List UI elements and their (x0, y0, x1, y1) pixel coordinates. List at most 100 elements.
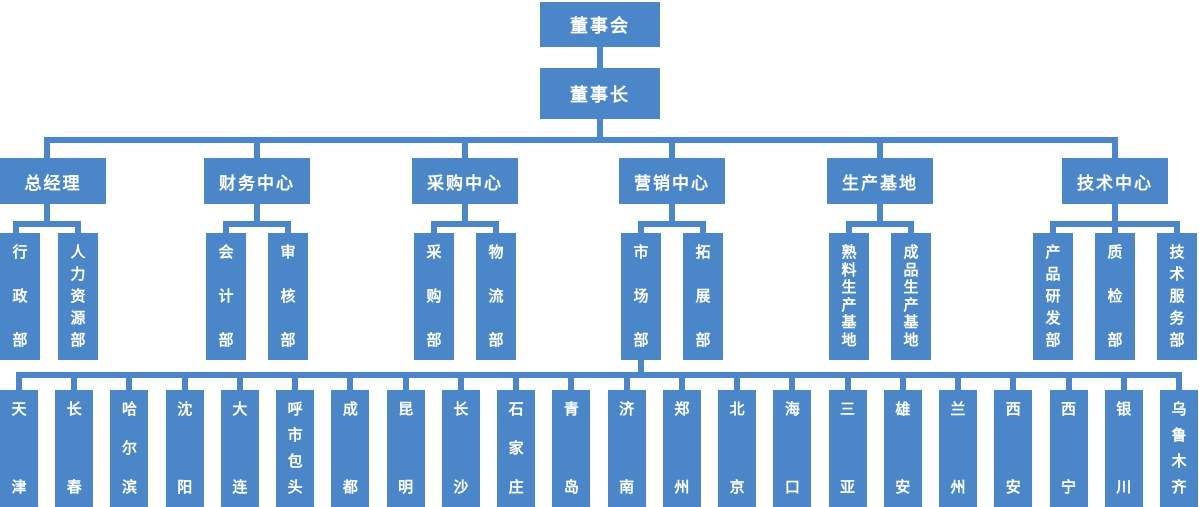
org-node-city: 哈尔滨 (110, 390, 149, 507)
label-char: 质 (1107, 244, 1123, 261)
label-char: 部 (218, 332, 234, 349)
connector-l3-stub (254, 143, 260, 158)
label-char: 技 (1169, 244, 1185, 261)
connector-l4-stub (1112, 227, 1118, 233)
org-node-city: 天津 (0, 390, 38, 507)
label-char: 核 (280, 288, 296, 305)
label-char: 审 (280, 244, 296, 261)
label-char: 拓 (695, 244, 711, 261)
org-node-subdept: 审核部 (268, 233, 308, 360)
label-char: 阳 (177, 479, 193, 496)
label-char: 部 (1169, 332, 1185, 349)
connector-city-stub (181, 378, 188, 390)
label-char: 料 (841, 261, 857, 279)
label-char: 检 (1107, 288, 1123, 305)
connector-l4-stub (285, 227, 291, 233)
connector-l4-stub (223, 227, 229, 233)
label-char: 展 (695, 288, 711, 305)
label-char: 购 (426, 288, 442, 305)
label-char: 生 (841, 279, 857, 297)
org-node-dept: 生产基地 (827, 158, 933, 204)
label-char: 长 (66, 401, 82, 418)
label-char: 资 (70, 288, 86, 305)
label-char: 都 (342, 479, 358, 496)
label-char: 哈 (121, 401, 137, 418)
label-char: 昆 (398, 401, 414, 418)
connector-city-stub (1120, 378, 1127, 390)
org-node-subdept: 成品生产基地 (891, 233, 931, 360)
label-char: 部 (633, 332, 649, 349)
connector-l4-hline (1050, 221, 1180, 227)
label-char: 宁 (1061, 479, 1077, 496)
label-char: 尔 (121, 440, 137, 457)
label-char: 地 (841, 331, 857, 349)
label-char: 熟 (841, 244, 857, 261)
connector-city-stub (899, 378, 906, 390)
connector-city-stub (292, 378, 299, 390)
connector-city-stub (678, 378, 685, 390)
connector-l1-l2 (597, 47, 603, 68)
label-char: 岛 (563, 479, 579, 496)
label-char: 成 (903, 244, 919, 261)
org-node-city: 青岛 (552, 390, 591, 507)
org-node-city: 乌鲁木齐 (1160, 390, 1198, 507)
connector-city-stub (844, 378, 851, 390)
label-char: 源 (70, 310, 86, 327)
connector-l4-down (669, 204, 675, 227)
org-node-subdept: 市场部 (621, 233, 661, 360)
label-char: 川 (1116, 479, 1132, 496)
connector-l4-hline (223, 221, 291, 227)
label-char: 品 (1045, 266, 1061, 283)
label-char: 沈 (177, 401, 193, 418)
label-char: 连 (232, 479, 248, 496)
label-char: 州 (674, 479, 690, 496)
connector-l4-hline (13, 221, 81, 227)
connector-l3-stub (1112, 143, 1118, 158)
org-node-subdept: 产品研发部 (1033, 233, 1073, 360)
label-char: 南 (619, 479, 635, 496)
connector-l3-stub (44, 143, 50, 158)
connector-l2-down (597, 119, 603, 143)
label-char: 部 (12, 332, 28, 349)
label-char: 包 (287, 453, 303, 470)
label-char: 基 (841, 314, 857, 332)
label-char: 会 (218, 244, 234, 261)
label-char: 部 (488, 332, 504, 349)
org-node-city: 海口 (773, 390, 812, 507)
org-node-city: 昆明 (386, 390, 425, 507)
connector-city-stub (1065, 378, 1072, 390)
org-node-subdept: 质检部 (1095, 233, 1135, 360)
label-char: 场 (633, 288, 649, 305)
label-char: 明 (398, 479, 414, 496)
connector-l4-stub (846, 227, 852, 233)
label-char: 力 (70, 266, 86, 283)
org-node-subdept: 熟料生产基地 (829, 233, 869, 360)
label-char: 成 (342, 401, 358, 418)
label-char: 长 (453, 401, 469, 418)
label-char: 市 (633, 244, 649, 261)
connector-l3-stub (462, 143, 468, 158)
connector-city-stub (568, 378, 575, 390)
label-char: 人 (70, 244, 86, 261)
label-char: 研 (1045, 288, 1061, 305)
label-char: 郑 (674, 401, 690, 418)
connector-l4-down (877, 204, 883, 227)
org-node-level1: 董事会 (540, 2, 660, 47)
org-node-city: 石家庄 (497, 390, 536, 507)
connector-l4-stub (13, 227, 19, 233)
org-node-city: 西宁 (1049, 390, 1088, 507)
org-node-city: 北京 (718, 390, 757, 507)
connector-city-stub (236, 378, 243, 390)
label-char: 鲁 (1171, 427, 1187, 444)
org-node-city: 西安 (994, 390, 1033, 507)
label-char: 津 (11, 479, 27, 496)
label-char: 基 (903, 314, 919, 332)
connector-city-stub (402, 378, 409, 390)
label-char: 采 (426, 244, 442, 261)
org-node-city: 成都 (331, 390, 370, 507)
label-char: 头 (287, 479, 303, 496)
org-node-city: 长沙 (441, 390, 480, 507)
connector-city-stub (1010, 378, 1017, 390)
connector-l3-stub (877, 143, 883, 158)
org-node-dept: 营销中心 (619, 158, 725, 204)
